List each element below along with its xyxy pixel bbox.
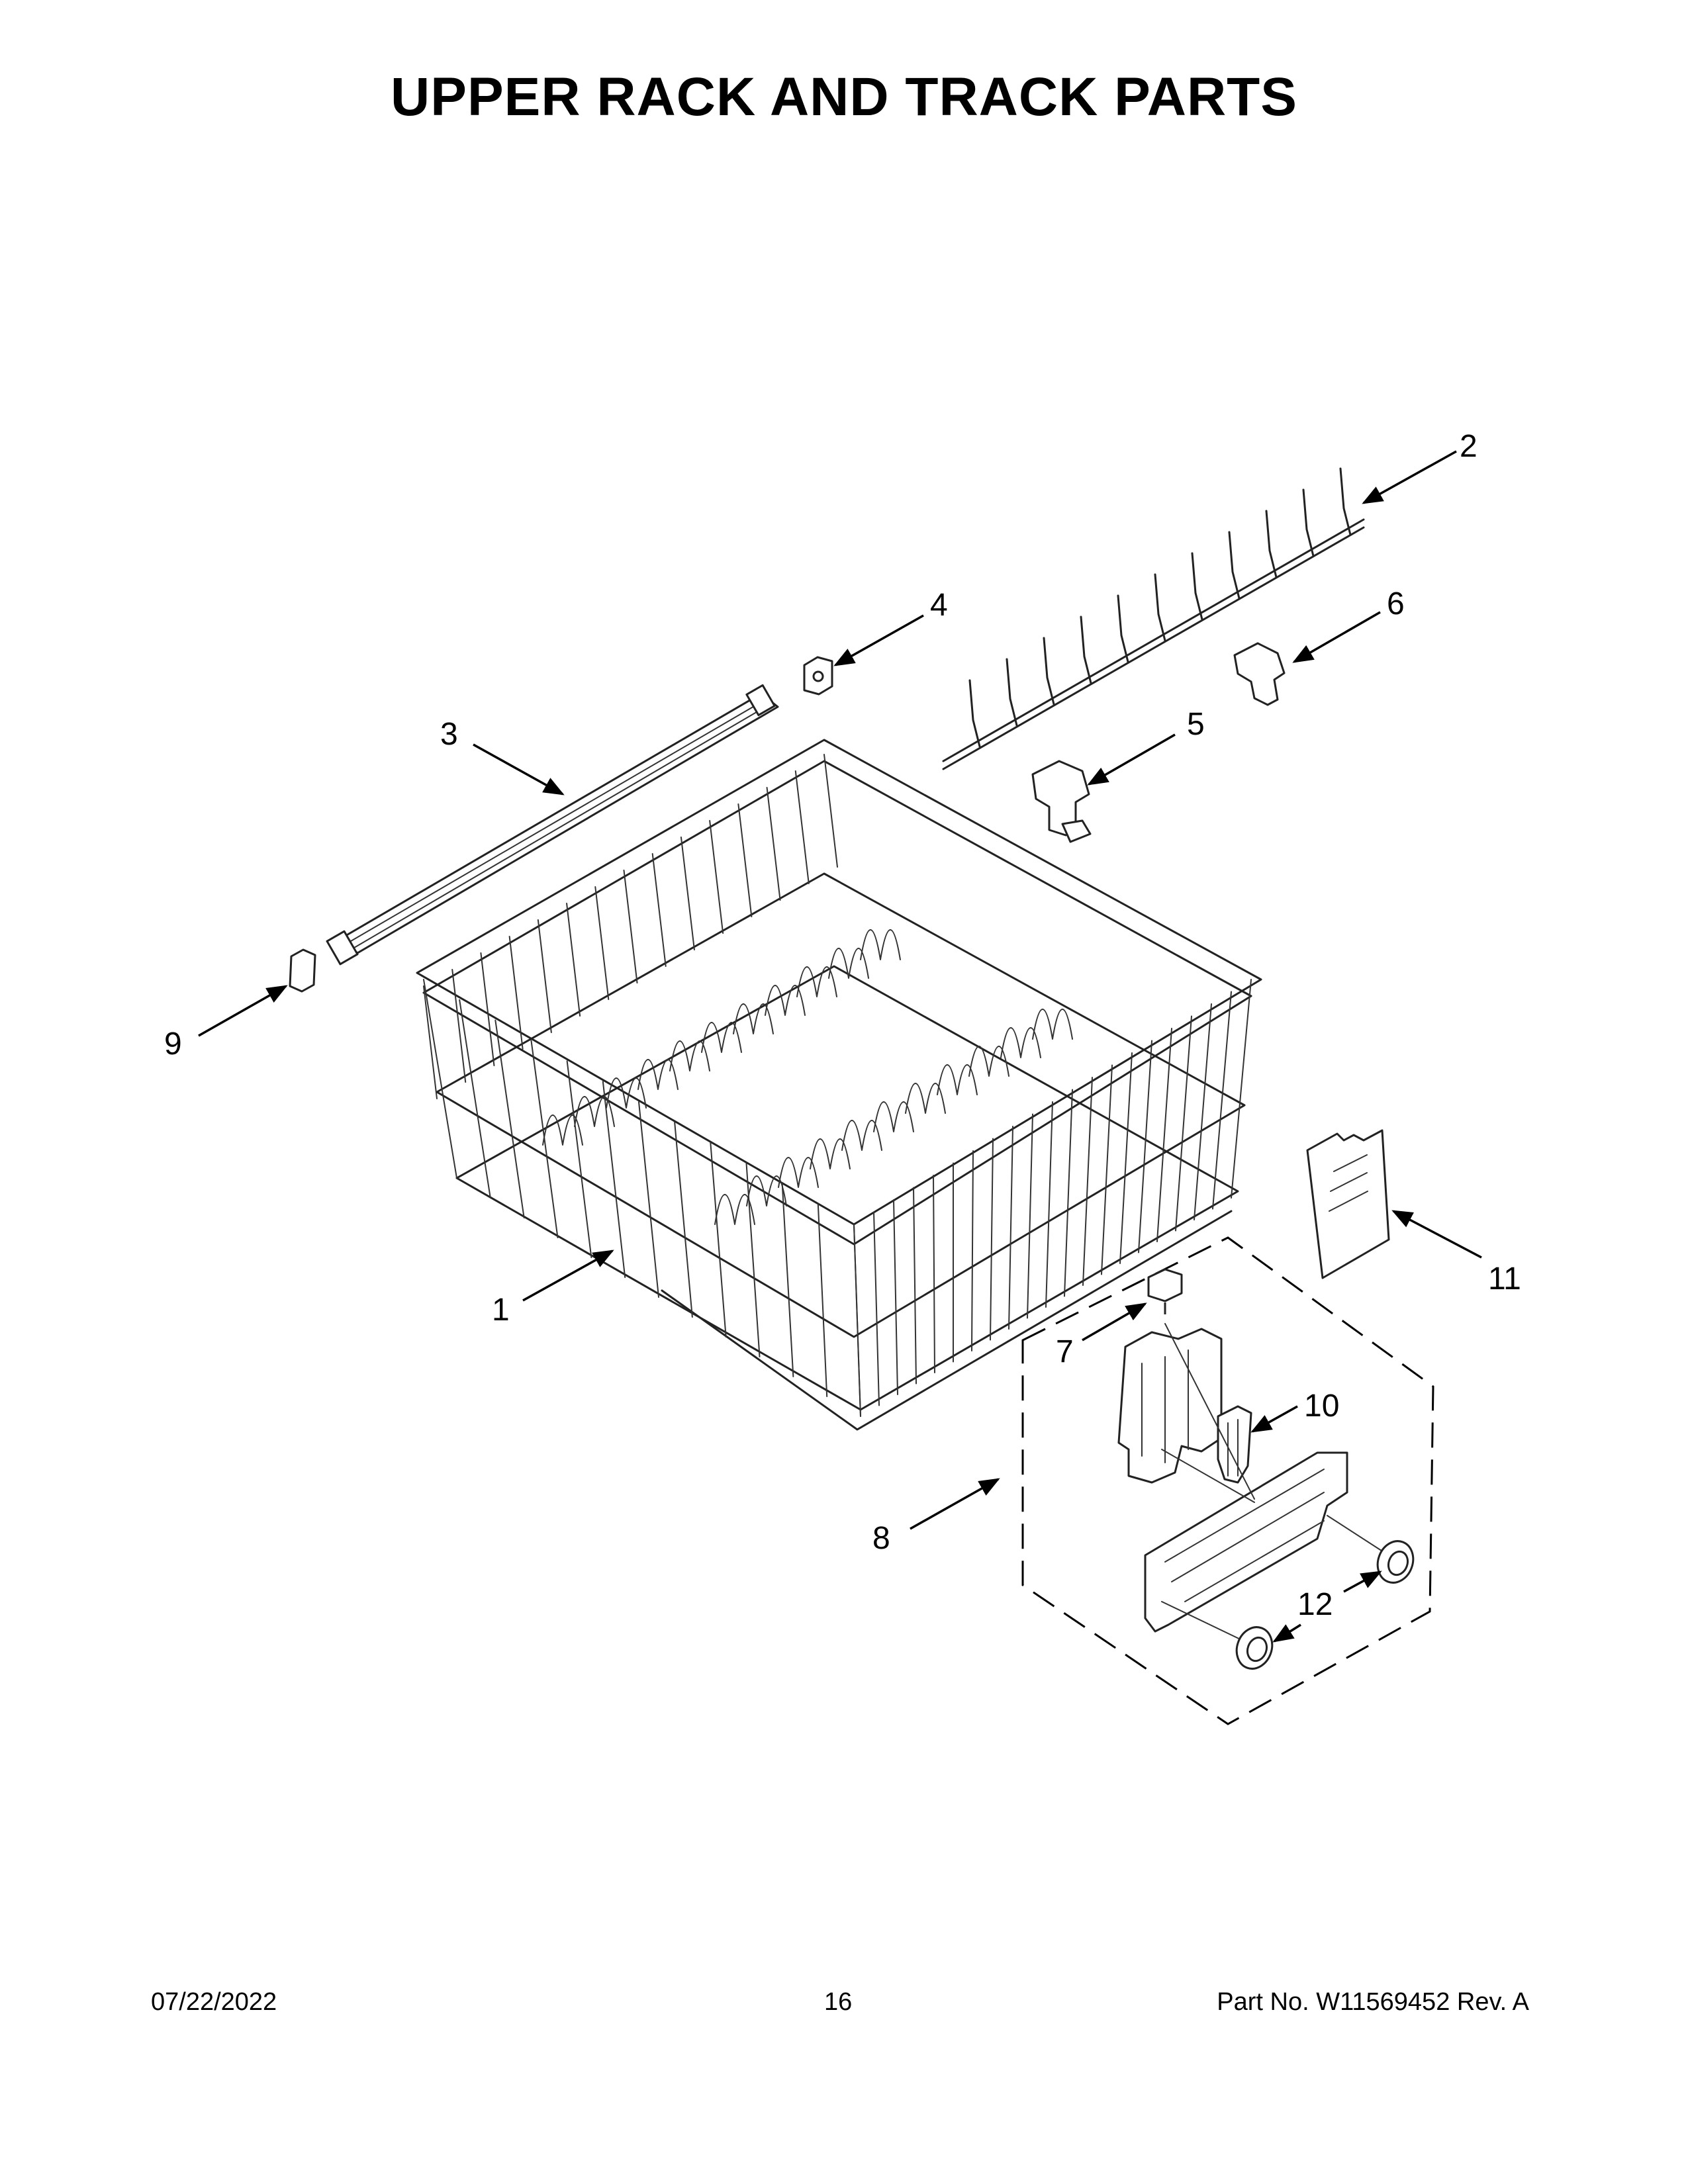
leader-8 [910,1478,1000,1530]
leader-12a [1343,1570,1382,1593]
callout-9: 9 [164,1026,182,1062]
leader-12b [1272,1623,1301,1643]
footer-part-number: Part No. W11569452 Rev. A [1217,1988,1529,2016]
upper-rack-part [416,739,1262,1431]
front-end-cap-part [289,948,316,993]
leader-3 [473,743,565,796]
leader-1 [522,1250,614,1302]
tine-clip-small-part [1233,642,1286,706]
callout-12: 12 [1297,1587,1333,1622]
adjuster-housing-part [1117,1328,1252,1484]
footer-page-number: 16 [824,1988,853,2016]
adjuster-assembly-boundary [1021,1236,1434,1725]
callout-4: 4 [930,588,948,623]
callout-leaders [198,450,1482,1643]
leader-11 [1391,1210,1482,1259]
callout-6: 6 [1387,586,1405,621]
leader-5 [1087,733,1176,786]
leader-6 [1292,611,1381,663]
tine-row-part [942,467,1365,770]
callout-7: 7 [1056,1334,1074,1369]
callout-8: 8 [872,1521,890,1556]
rack-wheel-part [1161,1515,1415,1670]
rack-adjuster-plate-part [1306,1129,1390,1279]
adjuster-track-part [1144,1323,1348,1633]
callout-2: 2 [1460,429,1477,464]
leader-7 [1082,1302,1147,1342]
callout-3: 3 [440,717,458,752]
leader-10 [1250,1405,1298,1433]
page-title: UPPER RACK AND TRACK PARTS [391,67,1297,127]
callout-1: 1 [492,1293,510,1328]
callout-10: 10 [1304,1388,1339,1424]
leader-9 [198,985,288,1037]
tine-clip-part [1031,760,1092,843]
callout-11: 11 [1488,1261,1521,1297]
track-rail-part [326,684,779,966]
callout-5: 5 [1187,707,1205,742]
leader-2 [1362,450,1457,504]
end-cap-part [803,656,833,696]
adjuster-button-part [1147,1268,1183,1314]
leader-4 [833,614,924,666]
footer-date: 07/22/2022 [151,1988,277,2016]
